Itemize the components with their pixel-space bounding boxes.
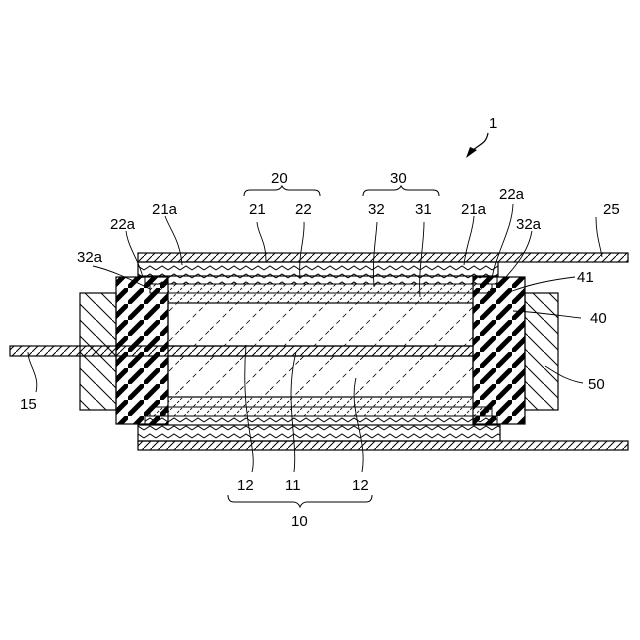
brace-10	[228, 495, 372, 507]
layer-32-top	[150, 284, 492, 293]
label-21a-right: 21a	[461, 201, 487, 218]
electrode-12-upper	[168, 303, 473, 346]
layer-31-bottom	[168, 397, 473, 407]
outer-layer-25-top	[138, 253, 628, 262]
electrode-12-lower	[168, 356, 473, 397]
label-32: 32	[368, 201, 385, 218]
label-22a-left: 22a	[110, 216, 136, 233]
layer-22-top	[145, 276, 497, 284]
layer-31-top	[168, 293, 473, 303]
ref-label-1: 1	[489, 115, 497, 132]
label-12-left: 12	[237, 477, 254, 494]
collector-21-top	[138, 262, 498, 276]
label-22a-right: 22a	[499, 186, 525, 203]
label-41: 41	[577, 269, 594, 286]
label-12-right: 12	[352, 477, 369, 494]
label-11: 11	[285, 477, 301, 494]
collector-21-bottom	[138, 425, 500, 441]
label-15: 15	[20, 396, 37, 413]
label-40: 40	[590, 310, 607, 327]
layer-22-bottom	[145, 416, 497, 425]
label-25: 25	[603, 201, 620, 218]
seal-40-right	[473, 277, 525, 424]
label-10: 10	[291, 513, 308, 530]
brace-30	[363, 186, 439, 196]
label-22: 22	[295, 201, 312, 218]
label-21a-left: 21a	[152, 201, 178, 218]
terminal-15	[10, 346, 473, 356]
label-31: 31	[415, 201, 432, 218]
label-32a-left: 32a	[77, 249, 103, 266]
label-30: 30	[390, 170, 407, 187]
brace-20	[244, 186, 320, 196]
label-20: 20	[271, 170, 288, 187]
holder-50-right	[525, 293, 558, 410]
label-21: 21	[249, 201, 266, 218]
layer-32-bottom	[150, 407, 492, 416]
label-32a-right: 32a	[516, 216, 542, 233]
outer-layer-25-bottom	[138, 441, 628, 450]
label-50: 50	[588, 376, 605, 393]
